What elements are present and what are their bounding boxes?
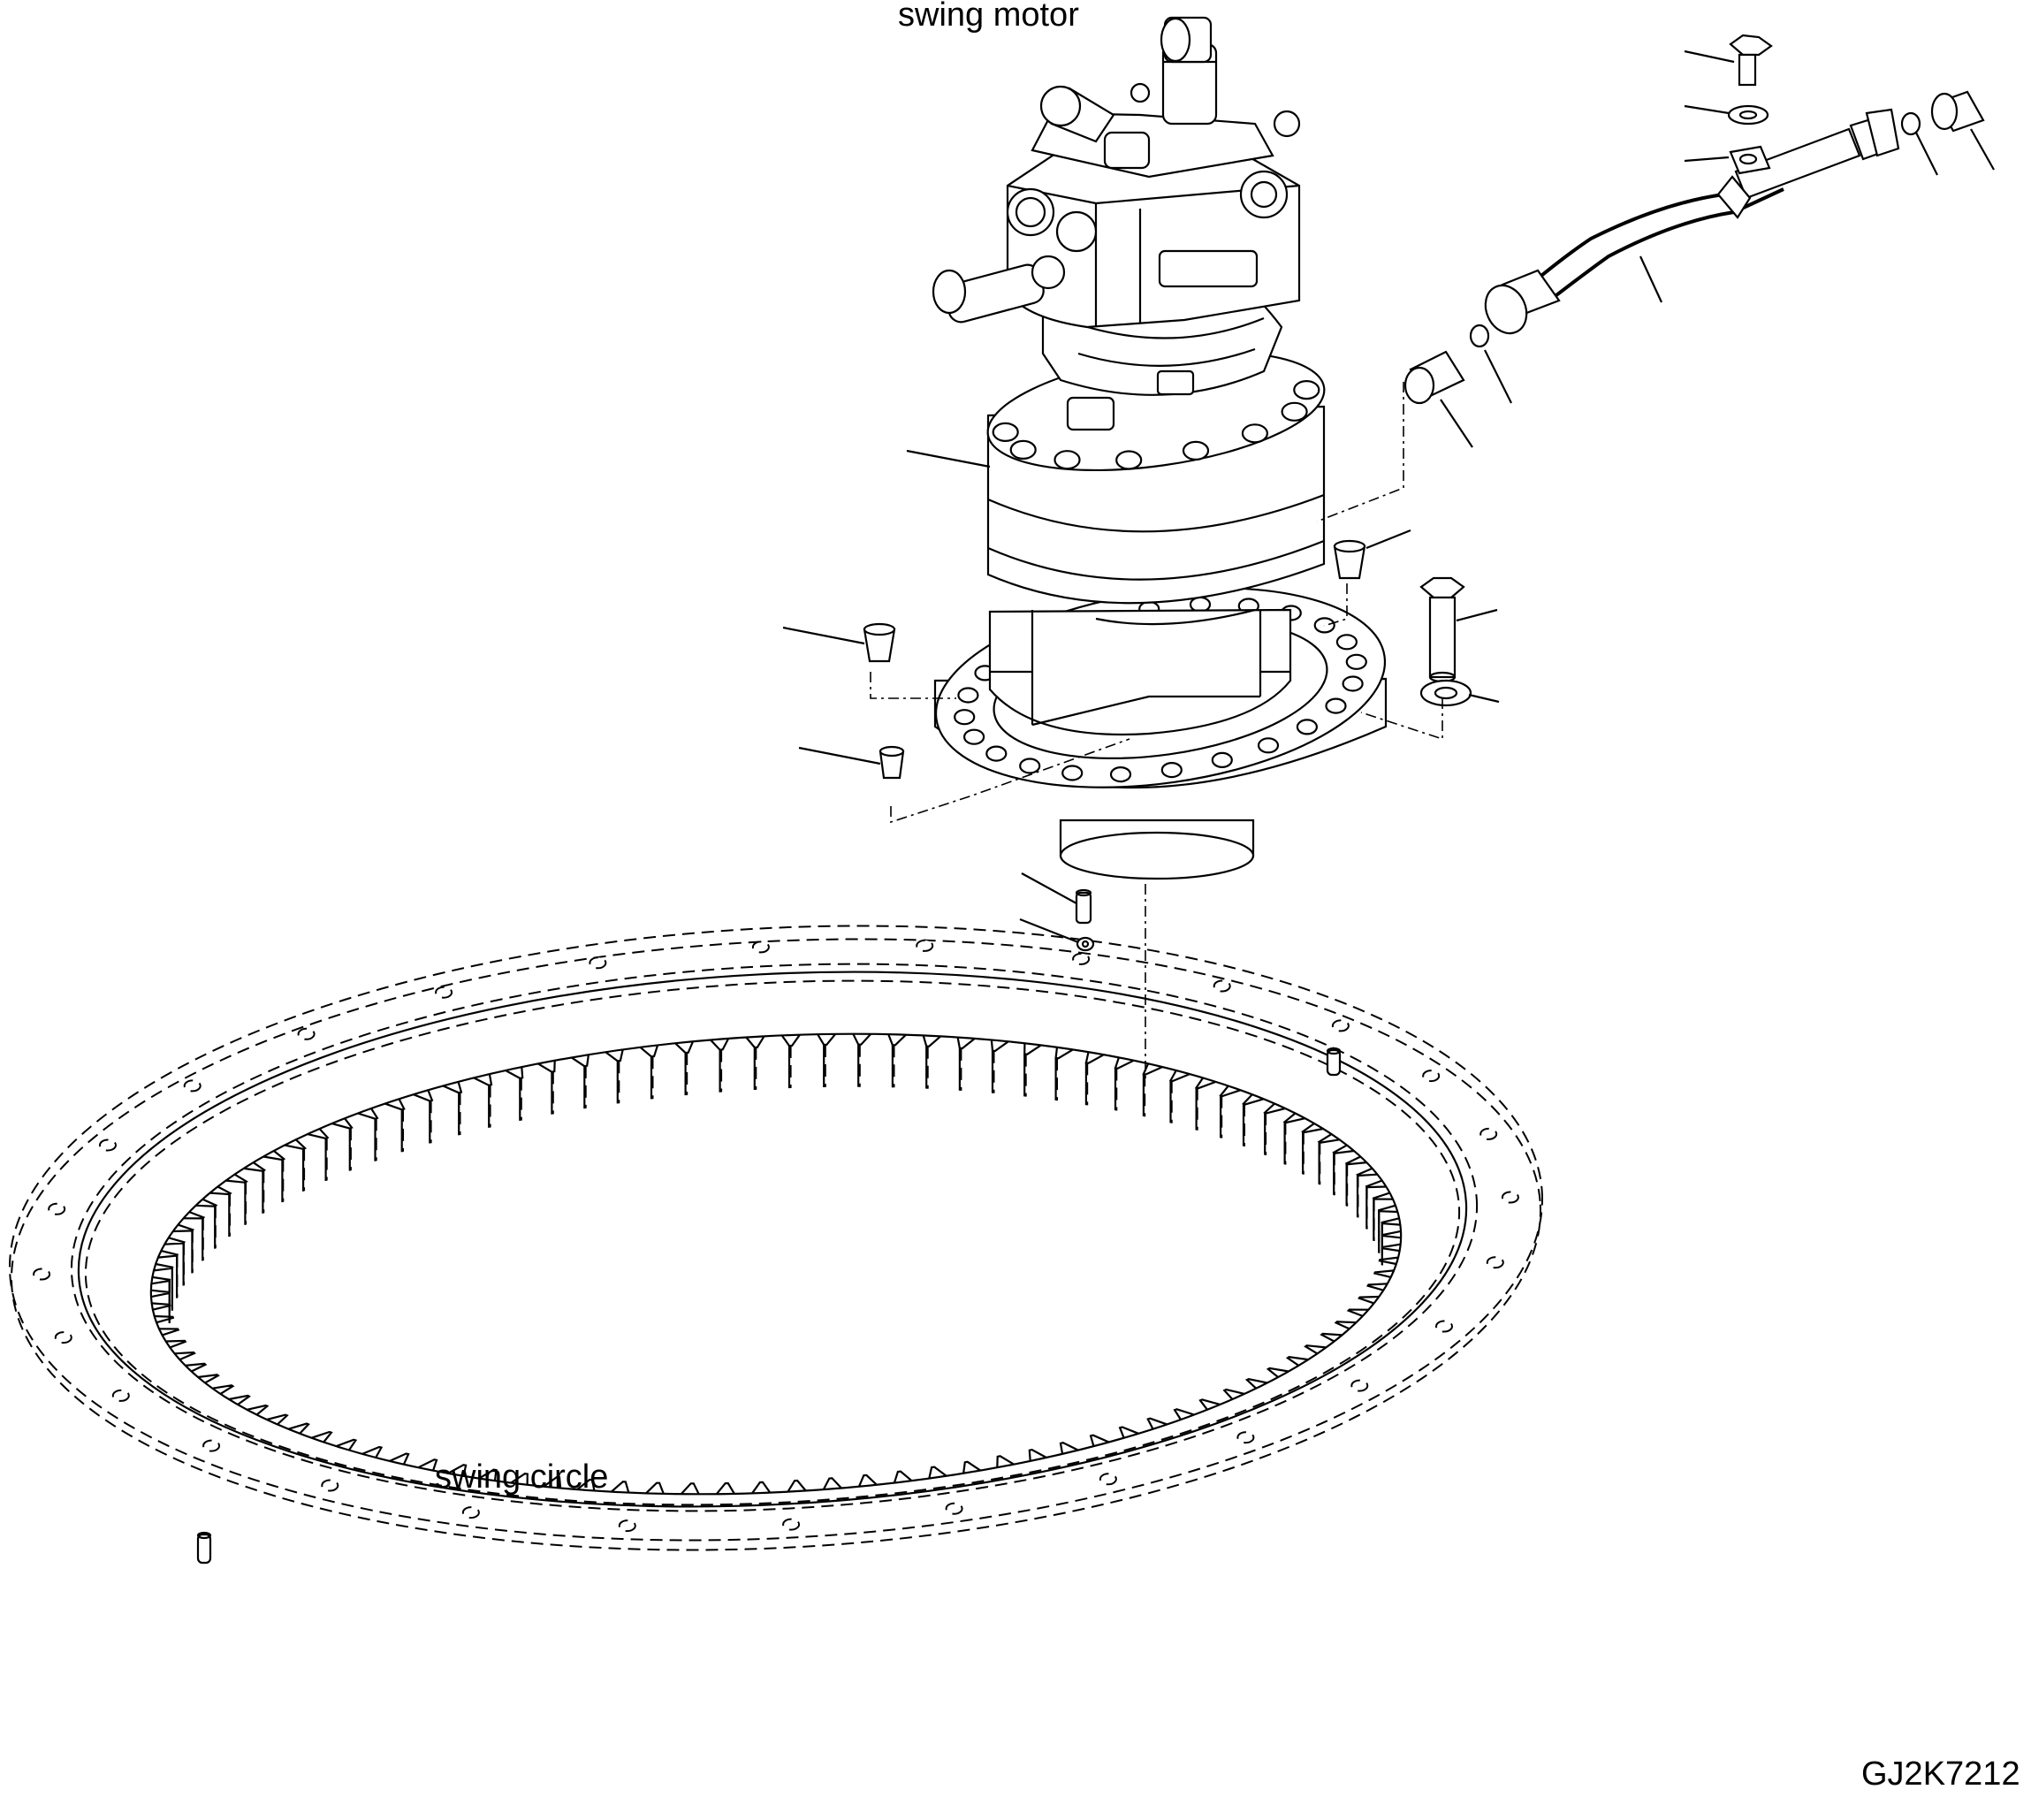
- bolt-hole: [202, 1439, 221, 1452]
- bolt-hole: [1486, 1256, 1504, 1269]
- leader-lines: [782, 49, 1995, 944]
- hose-tube: [1525, 171, 1777, 289]
- plug-upper-left: [863, 622, 896, 663]
- flange-hole: [962, 728, 985, 745]
- swing-circle-inner-race-2: [84, 979, 1461, 1506]
- o-ring-right: [1900, 111, 1921, 136]
- hose-end-fitting-left: [1484, 269, 1561, 335]
- clamp-washer: [1727, 104, 1769, 126]
- cover-bolt: [1054, 450, 1081, 470]
- outer-bolt-holes: [33, 939, 1519, 1533]
- swing-motor: [932, 16, 1301, 431]
- flange-hole: [954, 709, 976, 726]
- hose-end-fitting-right: [1849, 108, 1900, 161]
- flange-hole: [1109, 765, 1132, 783]
- bolt-hole: [435, 986, 453, 999]
- bolt-hole: [48, 1202, 66, 1215]
- flange-hole: [957, 687, 979, 704]
- clamp-bolt: [1729, 34, 1773, 87]
- cover-bolt: [1115, 450, 1143, 470]
- swing-circle-label: swing circle: [435, 1458, 609, 1496]
- bolt-hole: [1072, 952, 1091, 965]
- flange-hole: [1345, 653, 1367, 670]
- bolt-hole: [751, 940, 770, 954]
- dowel-pin-left: [196, 1531, 212, 1565]
- bolt-hole: [33, 1268, 51, 1281]
- connector-left: [1403, 350, 1465, 405]
- mounting-bolt: [1419, 576, 1465, 683]
- bolt-hole: [618, 1519, 636, 1533]
- gear-tooth-profile: [150, 1033, 1402, 1495]
- plug-right: [1333, 539, 1366, 580]
- bolt-hole: [1480, 1127, 1498, 1140]
- bolt-hole: [1236, 1431, 1255, 1444]
- gear-root-circle: [149, 1032, 1403, 1496]
- cover-bolt: [1241, 423, 1269, 444]
- flange-hole: [1160, 761, 1183, 779]
- assembly-center-lines: [870, 382, 1443, 1083]
- bolt-hole: [1213, 979, 1231, 993]
- bolt-hole: [1099, 1473, 1117, 1486]
- swing-circle: [9, 925, 1543, 1565]
- cover-bolt: [1281, 401, 1308, 422]
- flange-hole: [1335, 634, 1358, 651]
- gearbox-lower-housing: [988, 608, 1292, 736]
- drawing-code: GJ2K7212: [1861, 1755, 2020, 1793]
- bolt-hole: [461, 1506, 480, 1519]
- drain-hose: [1403, 34, 1985, 405]
- bolt-hole: [54, 1331, 72, 1344]
- connector-right: [1930, 90, 1985, 133]
- flange-hole: [1211, 751, 1233, 769]
- bolt-hole: [1501, 1191, 1519, 1204]
- bolt-hole: [782, 1518, 801, 1531]
- flange-hole: [1061, 765, 1084, 781]
- bolt-hole: [321, 1479, 339, 1492]
- cover-bolt: [1182, 440, 1210, 461]
- bolt-hole: [945, 1502, 963, 1515]
- cover-bolts: [992, 380, 1320, 470]
- flange-hole: [985, 745, 1008, 762]
- swing-circle-outer-rim: [9, 925, 1543, 1542]
- inner-gear-teeth: [150, 1033, 1402, 1495]
- swing-motor-label: swing motor: [898, 0, 1079, 34]
- bolt-hole: [589, 956, 607, 970]
- plug-lower-left: [879, 745, 905, 780]
- bolt-hole: [1331, 1019, 1350, 1032]
- flange-hole: [1296, 719, 1319, 735]
- dowel-pin: [1075, 888, 1092, 925]
- swing-machinery-case: [933, 350, 1388, 880]
- bolt-hole: [1422, 1070, 1441, 1083]
- mounting-washer: [1419, 679, 1472, 707]
- bolt-hole: [1435, 1320, 1453, 1333]
- cover-bolt: [992, 422, 1019, 442]
- clamp: [1729, 145, 1771, 175]
- swing-circle-inner-race: [77, 971, 1468, 1508]
- bolt-hole: [99, 1138, 117, 1152]
- bolt-hole: [297, 1027, 316, 1040]
- cover-bolt: [1293, 380, 1320, 400]
- grease-nipple: [1076, 936, 1095, 952]
- cover-bolt: [1009, 439, 1037, 460]
- dowel-pin-right: [1326, 1047, 1342, 1077]
- flange-hole: [1325, 697, 1347, 714]
- swing-circle-outer-race: [70, 963, 1479, 1512]
- flange-hole: [1019, 758, 1041, 774]
- flange-hole: [1342, 675, 1364, 692]
- flange-hole: [1257, 737, 1280, 754]
- bolt-hole: [916, 939, 934, 952]
- flange-hole: [1313, 617, 1335, 634]
- bolt-hole: [183, 1079, 202, 1093]
- bolt-hole: [1350, 1379, 1369, 1392]
- o-ring-left: [1469, 324, 1490, 348]
- bolt-hole: [111, 1389, 130, 1402]
